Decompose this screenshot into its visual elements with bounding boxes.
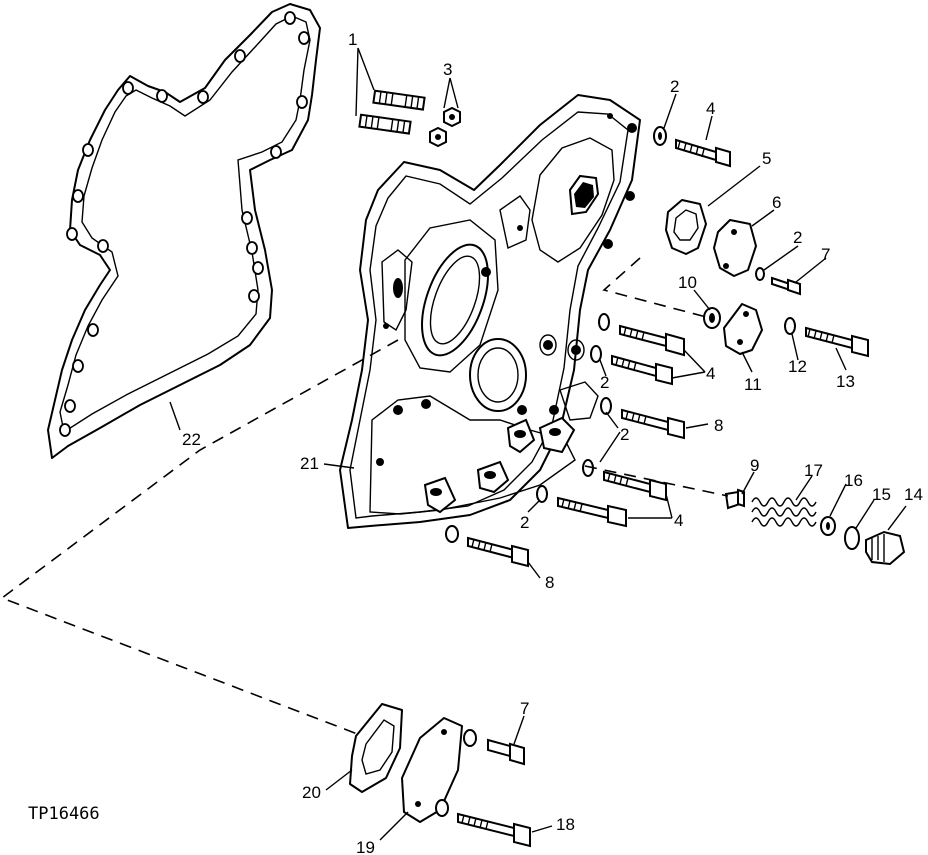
- washer-10-drawing: [703, 307, 721, 329]
- callout-15: 15: [872, 485, 891, 504]
- callout-14: 14: [904, 485, 923, 504]
- callout-9: 9: [750, 456, 759, 475]
- callout-4-low: 4: [674, 511, 683, 530]
- callout-8-mid: 8: [714, 416, 723, 435]
- screw-8-lower-drawing: [445, 525, 529, 568]
- callout-10: 10: [678, 273, 697, 292]
- callout-labels: 1 3 2 4 5 6 2 7 10 12 13 11 4 2 8 2 9 17…: [28, 30, 923, 855]
- figure-reference: TP16466: [28, 804, 100, 824]
- callout-18: 18: [556, 815, 575, 834]
- washer-screw-7-drawing: [755, 267, 801, 296]
- callout-1: 1: [348, 30, 357, 49]
- callout-20: 20: [302, 783, 321, 802]
- washer-screw-13-drawing: [784, 317, 869, 358]
- screw-7-bottom-drawing: [463, 729, 525, 766]
- middle-screws-drawing: [590, 313, 685, 386]
- callout-19: 19: [356, 838, 375, 855]
- callout-2-plate: 2: [793, 228, 802, 247]
- callout-2-low: 2: [620, 425, 629, 444]
- callout-17: 17: [804, 461, 823, 480]
- assembly-dashed-lines: [0, 257, 729, 736]
- callout-4-top: 4: [706, 99, 715, 118]
- callout-3: 3: [443, 60, 452, 79]
- callout-21: 21: [300, 454, 319, 473]
- screw-8-drawing: [600, 397, 685, 440]
- callout-22: 22: [182, 430, 201, 449]
- callout-7-top: 7: [821, 245, 830, 264]
- callout-2-top: 2: [670, 77, 679, 96]
- cover-19-drawing: [401, 717, 463, 823]
- callout-2-mid: 2: [600, 373, 609, 392]
- callout-6: 6: [772, 193, 781, 212]
- washer-screw-top-drawing: [653, 126, 731, 168]
- cover-gasket-drawing: [47, 3, 321, 459]
- screw-18-drawing: [435, 799, 531, 848]
- front-cover-drawing: [339, 94, 641, 529]
- plate-drawing: [713, 219, 757, 277]
- callout-12: 12: [788, 357, 807, 376]
- callout-7-bottom: 7: [520, 699, 529, 718]
- gasket-11-drawing: [723, 303, 763, 355]
- plate-gasket-drawing: [665, 199, 707, 255]
- callout-2-bottom: 2: [520, 513, 529, 532]
- cover-20-drawing: [349, 703, 403, 793]
- nuts-drawing: [429, 106, 461, 148]
- callout-4-mid: 4: [706, 364, 715, 383]
- studs-drawing: [358, 89, 426, 135]
- callout-8-low: 8: [545, 573, 554, 592]
- callout-16: 16: [844, 471, 863, 490]
- callout-13: 13: [836, 372, 855, 391]
- leader-lines: [169, 47, 907, 841]
- callout-11: 11: [744, 375, 762, 394]
- callout-5: 5: [762, 149, 771, 168]
- lower-screws-drawing: [536, 459, 667, 528]
- relief-valve-drawing: [724, 488, 906, 566]
